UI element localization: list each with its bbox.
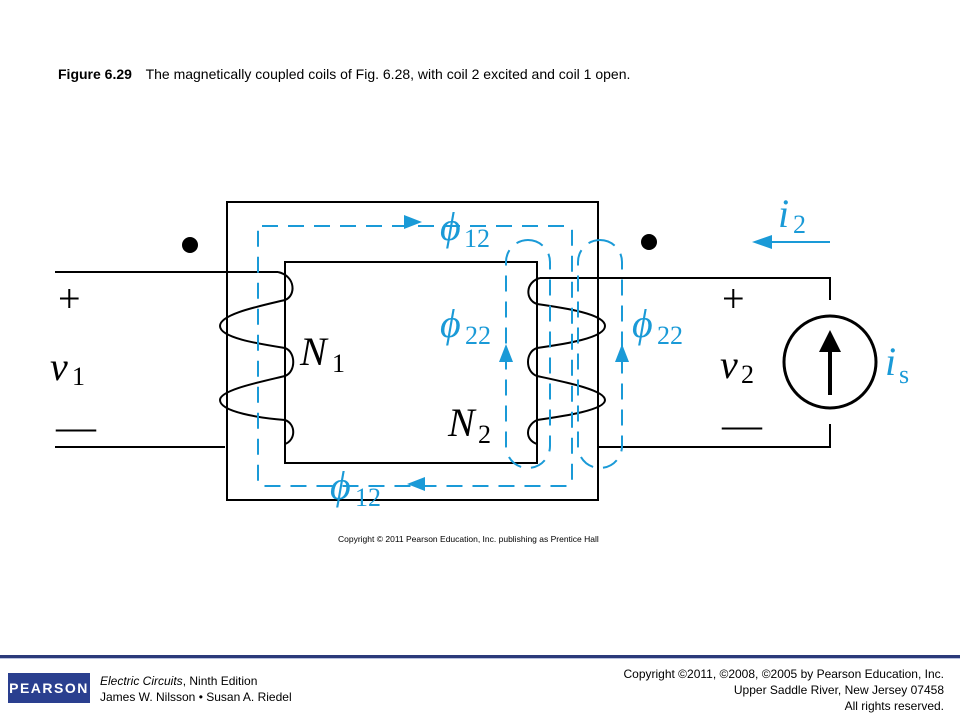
is-label: i — [885, 339, 896, 384]
flux-phi12-top-arrow — [404, 215, 422, 229]
flux-phi22-right-arrow — [615, 344, 629, 362]
current-source — [782, 314, 878, 410]
flux-phi22-right-loop — [577, 239, 623, 469]
coil2-top-lead — [540, 277, 831, 300]
book-title-line: Electric Circuits, Ninth Edition — [100, 673, 292, 689]
coil2-bottom-lead — [598, 424, 831, 448]
n2-subscript: 2 — [478, 420, 491, 449]
current-i2-arrow — [752, 235, 830, 249]
v2-minus-sign: — — [721, 402, 763, 447]
n1-subscript: 1 — [332, 349, 345, 378]
figure-copyright: Copyright © 2011 Pearson Education, Inc.… — [338, 534, 599, 544]
pearson-logo: PEARSON — [8, 673, 90, 703]
is-subscript: s — [899, 360, 909, 389]
phi12-top-label: ϕ — [440, 204, 461, 249]
phi12-bottom-label: ϕ — [330, 463, 351, 508]
v1-subscript: 1 — [72, 362, 85, 391]
flux-phi12-bottom-arrow — [407, 477, 425, 491]
phi22-right-subscript: 22 — [657, 321, 683, 350]
book-edition: , Ninth Edition — [182, 674, 258, 688]
book-info: Electric Circuits, Ninth Edition James W… — [100, 673, 292, 705]
publisher-copyright: Copyright ©2011, ©2008, ©2005 by Pearson… — [623, 666, 944, 714]
phi22-right-label: ϕ — [632, 301, 653, 346]
footer-divider-highlight — [0, 658, 960, 659]
transformer-core — [226, 201, 599, 501]
v2-plus-sign: + — [722, 276, 745, 321]
phi22-left-label: ϕ — [440, 301, 461, 346]
footer-divider — [0, 655, 960, 658]
coupled-coils-diagram: + v 1 — N 1 N 2 + v 2 — i 2 i s ϕ 12 ϕ 1… — [50, 191, 909, 512]
book-title: Electric Circuits — [100, 674, 183, 688]
n2-label: N — [447, 400, 477, 445]
i2-label: i — [778, 191, 789, 236]
copyright-line-2: Upper Saddle River, New Jersey 07458 — [733, 683, 944, 697]
phi12-top-subscript: 12 — [464, 224, 490, 253]
polarity-dot-coil1 — [182, 237, 198, 253]
figure-caption-text: The magnetically coupled coils of Fig. 6… — [145, 66, 631, 82]
figure-caption: Figure 6.29 The magnetically coupled coi… — [58, 66, 630, 82]
copyright-line-3: All rights reserved. — [844, 699, 944, 713]
n1-label: N — [299, 329, 329, 374]
phi12-bottom-subscript: 12 — [355, 483, 381, 512]
flux-phi22-left-arrow — [499, 344, 513, 362]
coil1-winding — [218, 271, 295, 445]
copyright-line-1: Copyright ©2011, ©2008, ©2005 by Pearson… — [623, 667, 944, 681]
book-authors: James W. Nilsson • Susan A. Riedel — [100, 690, 292, 704]
v1-label: v — [50, 344, 68, 389]
polarity-dot-coil2 — [641, 234, 657, 250]
phi22-left-subscript: 22 — [465, 321, 491, 350]
v1-minus-sign: — — [55, 404, 97, 449]
figure-number: Figure 6.29 — [58, 66, 132, 82]
v2-subscript: 2 — [741, 360, 754, 389]
v1-plus-sign: + — [58, 276, 81, 321]
coil2-winding — [527, 277, 607, 445]
i2-subscript: 2 — [793, 210, 806, 239]
v2-label: v — [720, 342, 738, 387]
